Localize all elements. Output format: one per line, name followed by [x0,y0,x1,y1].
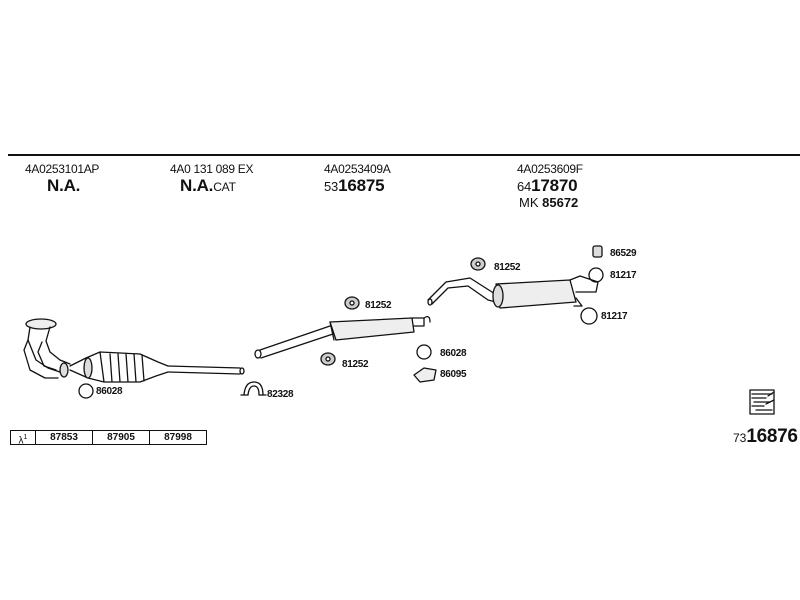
rear-silencer [427,275,599,309]
box-1: 87853 [35,431,92,444]
box-3: 87998 [149,431,206,444]
hanger-81252-top [470,257,486,271]
mk-ref: MK 85672 [519,195,579,210]
gasket-86095 [413,367,437,383]
label-86095: 86095 [440,369,467,380]
ring-81217-low [580,307,598,325]
rubber-86529 [592,245,603,258]
label-81252-top: 81252 [494,262,521,273]
ring-86028-right [416,344,432,360]
lambda-box-row: λ1 87853 87905 87998 [10,430,207,447]
downpipe-na: N.A. [47,176,81,195]
ring-86028-left [78,383,94,399]
label-86529: 86529 [610,248,637,259]
catalyst-na: N.A.CAT [180,176,236,195]
label-86028-left: 86028 [96,386,123,397]
hanger-81252-low [320,352,336,366]
label-86028-right: 86028 [440,348,467,359]
downpipe [23,318,71,379]
part-number-catalyst: 4A0 131 089 EX [170,162,254,176]
label-81217-top: 81217 [610,270,637,281]
middle-ref: 5316875 [324,176,385,195]
ring-81217-top [588,267,604,283]
box-2: 87905 [92,431,149,444]
label-82328: 82328 [267,389,294,400]
lambda-cell: λ1 [18,434,28,447]
part-number-middle: 4A0253409A [324,162,391,176]
part-number-downpipe: 4A0253101AP [25,162,100,176]
rear-ref: 6417870 [517,176,578,195]
part-number-rear: 4A0253609F [517,162,583,176]
total-ref: 7316876 [733,426,798,447]
label-81252-mid: 81252 [365,300,392,311]
vehicle-icon [749,389,775,415]
header-rule [8,154,800,156]
middle-silencer [254,316,431,359]
label-81217-low: 81217 [601,311,628,322]
clamp-82328 [240,381,267,396]
catalytic-converter [69,351,245,383]
label-81252-low: 81252 [342,359,369,370]
hanger-81252-mid [344,296,360,310]
